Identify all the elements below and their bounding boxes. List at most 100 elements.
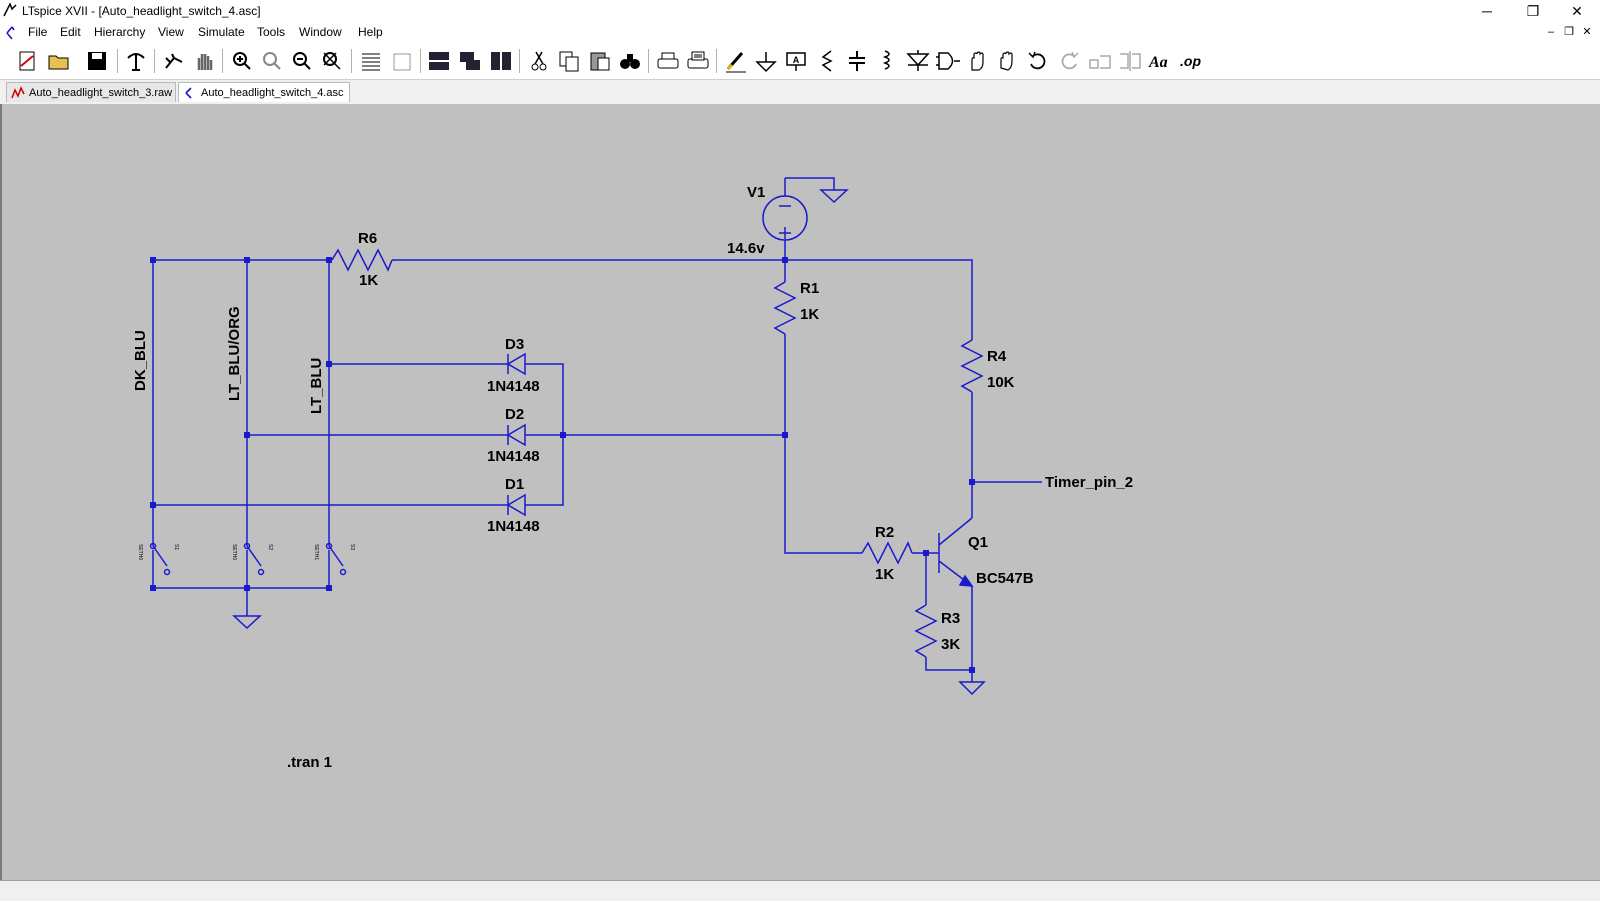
- switch-s1-model: SETH0: [137, 544, 143, 561]
- q1-label[interactable]: Q1: [968, 534, 989, 551]
- ltspice-app-icon[interactable]: [3, 3, 17, 17]
- capacitor-icon[interactable]: [843, 48, 871, 74]
- junction-dots: [150, 257, 975, 673]
- print-icon[interactable]: [684, 48, 712, 74]
- undo-icon[interactable]: [1024, 48, 1052, 74]
- component-icon[interactable]: [934, 48, 962, 74]
- diode-icon[interactable]: [904, 48, 932, 74]
- inductor-icon[interactable]: [873, 48, 901, 74]
- cascade-icon[interactable]: [456, 48, 484, 74]
- zoom-fit-icon[interactable]: [258, 48, 286, 74]
- drag-icon[interactable]: [994, 48, 1022, 74]
- tile-vertical-icon[interactable]: [487, 48, 515, 74]
- svg-text:.op: .op: [1180, 53, 1201, 69]
- menu-window[interactable]: Window: [299, 25, 342, 39]
- r2-label[interactable]: R2: [875, 524, 895, 541]
- schematic-doc-icon[interactable]: [4, 25, 20, 41]
- r4-value[interactable]: 10K: [987, 374, 1015, 391]
- v1-label[interactable]: V1: [747, 184, 766, 201]
- schematic-drawing[interactable]: [2, 104, 1600, 880]
- menu-tools[interactable]: Tools: [257, 25, 286, 39]
- menu-file[interactable]: File: [28, 25, 48, 39]
- r1-label[interactable]: R1: [800, 280, 820, 297]
- move-icon[interactable]: [964, 48, 992, 74]
- r3-value[interactable]: 3K: [941, 636, 961, 653]
- d3-label[interactable]: D3: [505, 336, 525, 353]
- v1-plus-sign: [779, 227, 791, 239]
- q1-value[interactable]: BC547B: [976, 570, 1034, 587]
- resistor-r3: [914, 604, 938, 658]
- v1-value[interactable]: 14.6v: [727, 240, 765, 257]
- rotate-icon[interactable]: [1086, 48, 1114, 74]
- draw-wire-icon[interactable]: [722, 48, 750, 74]
- menu-simulate[interactable]: Simulate: [198, 25, 245, 39]
- tran-directive[interactable]: .tran 1: [287, 754, 333, 771]
- dk-blu-net-label[interactable]: DK_BLU: [132, 330, 149, 391]
- mdi-restore-button[interactable]: ❐: [1564, 26, 1574, 38]
- save-icon[interactable]: [83, 48, 111, 74]
- redo-icon[interactable]: [1055, 48, 1083, 74]
- r1-value[interactable]: 1K: [800, 306, 820, 323]
- schematic-canvas[interactable]: V1 14.6v R6 1K R1 1K R4 10K Timer_pin_2 …: [0, 104, 1600, 880]
- tile-horizontal-icon[interactable]: [425, 48, 453, 74]
- diode-d3: [506, 352, 526, 376]
- zoom-out-icon[interactable]: [288, 48, 316, 74]
- d1-label[interactable]: D1: [505, 476, 525, 493]
- r6-label[interactable]: R6: [358, 230, 378, 247]
- r3-label[interactable]: R3: [941, 610, 961, 627]
- r2-value[interactable]: 1K: [875, 566, 895, 583]
- switch-s3-model: SETH1: [313, 544, 319, 561]
- mdi-close-button[interactable]: ✕: [1582, 26, 1592, 38]
- zoom-full-icon[interactable]: [318, 48, 346, 74]
- mdi-minimize-button[interactable]: –: [1547, 26, 1555, 38]
- new-schematic-icon[interactable]: [13, 48, 41, 74]
- menu-view[interactable]: View: [158, 25, 184, 39]
- autorange-icon[interactable]: [357, 48, 385, 74]
- paste-icon[interactable]: [586, 48, 614, 74]
- lt-blu-org-net-label[interactable]: LT_BLU/ORG: [226, 306, 243, 401]
- tab-raw-waveform[interactable]: Auto_headlight_switch_3.raw: [6, 82, 176, 102]
- wire: [925, 657, 972, 671]
- menu-help[interactable]: Help: [358, 25, 383, 39]
- cut-icon[interactable]: [525, 48, 553, 74]
- copy-icon[interactable]: [555, 48, 583, 74]
- print-setup-icon[interactable]: [654, 48, 682, 74]
- timer-pin-2-net-label[interactable]: Timer_pin_2: [1045, 474, 1134, 491]
- zoom-in-icon[interactable]: [228, 48, 256, 74]
- resistor-r1: [773, 281, 797, 335]
- wire: [784, 334, 862, 554]
- lt-blu-net-label[interactable]: LT_BLU: [308, 357, 325, 414]
- minimize-button[interactable]: ─: [1482, 3, 1492, 19]
- menu-edit[interactable]: Edit: [60, 25, 81, 39]
- resistor-icon[interactable]: [813, 48, 841, 74]
- r6-value[interactable]: 1K: [359, 272, 379, 289]
- d3-value[interactable]: 1N4148: [487, 378, 540, 395]
- open-icon[interactable]: [45, 48, 73, 74]
- d1-value[interactable]: 1N4148: [487, 518, 540, 535]
- r4-label[interactable]: R4: [987, 348, 1007, 365]
- wire: [392, 259, 973, 340]
- mirror-icon[interactable]: [1116, 48, 1144, 74]
- switch-s2-name: S2: [267, 544, 273, 551]
- tab-schematic[interactable]: Auto_headlight_switch_4.asc: [178, 82, 350, 102]
- ground-icon[interactable]: [752, 48, 780, 74]
- resistor-r4: [960, 339, 984, 393]
- diode-d1: [506, 493, 526, 517]
- run-icon[interactable]: [160, 48, 188, 74]
- d2-label[interactable]: D2: [505, 406, 525, 423]
- label-net-icon[interactable]: A: [782, 48, 810, 74]
- ground-symbol: [819, 189, 849, 204]
- halt-icon[interactable]: [190, 48, 218, 74]
- transistor-q1: [938, 517, 973, 587]
- restore-button[interactable]: ❐: [1526, 3, 1540, 19]
- close-button[interactable]: ✕: [1571, 3, 1583, 19]
- switch-s1-name: S1: [173, 544, 179, 551]
- find-icon[interactable]: [616, 48, 644, 74]
- zoom-back-icon[interactable]: [388, 48, 416, 74]
- spice-directive-icon[interactable]: .op: [1177, 48, 1205, 74]
- text-icon[interactable]: Aa: [1146, 48, 1174, 74]
- resistor-r6: [331, 248, 393, 272]
- control-panel-icon[interactable]: [122, 48, 150, 74]
- d2-value[interactable]: 1N4148: [487, 448, 540, 465]
- menu-hierarchy[interactable]: Hierarchy: [94, 25, 146, 39]
